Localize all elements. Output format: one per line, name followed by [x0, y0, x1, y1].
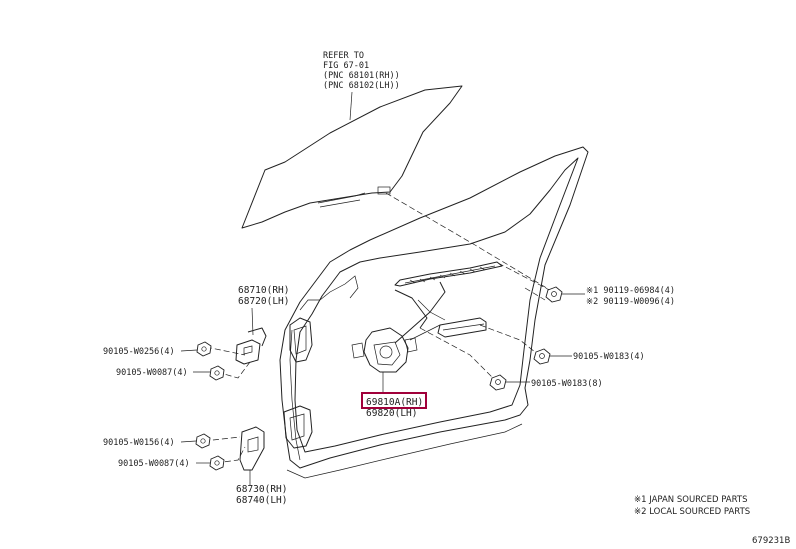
highlight-box — [361, 392, 427, 409]
label-hinge-lower-lh[interactable]: 68740(LH) — [236, 495, 287, 506]
label-regulator-rh[interactable]: 69810A(RH) — [366, 397, 423, 408]
label-hinge-upper-lh[interactable]: 68720(LH) — [238, 296, 289, 307]
refer-line-3: (PNC 68101(RH)) — [323, 71, 400, 81]
door-frame — [279, 146, 589, 479]
refer-line-2: FIG 67-01 — [323, 61, 369, 71]
bolt-left-4-icon — [209, 455, 225, 471]
label-bolt-upper-1[interactable]: ※1 90119-06984(4) — [586, 286, 675, 296]
window-regulator — [351, 281, 487, 373]
refer-line-4: (PNC 68102(LH)) — [323, 81, 400, 91]
refer-note: REFER TO FIG 67-01 (PNC 68101(RH)) (PNC … — [323, 51, 400, 91]
label-bolt-mid[interactable]: 90105-W0183(4) — [573, 352, 645, 362]
upper-hinge — [235, 317, 313, 365]
bolt-mid-right-icon — [533, 348, 551, 365]
label-bolt-left-1[interactable]: 90105-W0256(4) — [103, 347, 175, 357]
refer-line-1: REFER TO — [323, 51, 364, 61]
label-bolt-low[interactable]: 90105-W0183(8) — [531, 379, 603, 389]
figure-id: 679231B — [752, 536, 790, 546]
belt-rail — [394, 261, 503, 287]
bolt-left-1-icon — [196, 341, 212, 357]
bolts — [195, 286, 563, 471]
label-bolt-left-3[interactable]: 90105-W0156(4) — [103, 438, 175, 448]
label-hinge-upper-rh[interactable]: 68710(RH) — [238, 285, 289, 296]
door-glass — [241, 85, 463, 229]
label-bolt-left-2[interactable]: 90105-W0087(4) — [116, 368, 188, 378]
lower-hinge — [239, 405, 313, 471]
label-bolt-left-4[interactable]: 90105-W0087(4) — [118, 459, 190, 469]
label-regulator-lh[interactable]: 69820(LH) — [366, 408, 417, 419]
legend: ※1 JAPAN SOURCED PARTS ※2 LOCAL SOURCED … — [634, 495, 750, 517]
label-hinge-lower-rh[interactable]: 68730(RH) — [236, 484, 287, 495]
bolt-low-right-icon — [489, 374, 507, 391]
part-labels: 68710(RH) 68720(LH) 68730(RH) 68740(LH) … — [103, 285, 675, 506]
bolt-left-3-icon — [195, 433, 211, 449]
bolt-left-2-icon — [209, 365, 225, 381]
leader-lines — [180, 293, 585, 485]
refer-leader — [349, 91, 353, 121]
label-bolt-upper-2[interactable]: ※2 90119-W0096(4) — [586, 297, 675, 307]
bolt-upper-right-icon — [545, 286, 563, 303]
legend-line-1: ※1 JAPAN SOURCED PARTS — [634, 495, 747, 505]
legend-line-2: ※2 LOCAL SOURCED PARTS — [634, 507, 750, 517]
